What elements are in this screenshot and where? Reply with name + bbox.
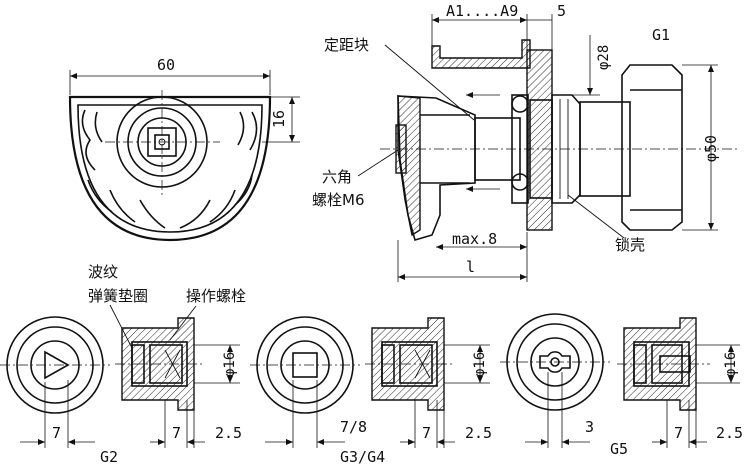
leader-spacer bbox=[384, 44, 475, 121]
g3-dim-25: 2.5 bbox=[465, 424, 492, 442]
g5-group: 3 G5 φ16 7 2.5 bbox=[500, 313, 743, 458]
g3g4-group: 7/8 G3/G4 φ16 7 2.5 bbox=[250, 316, 492, 466]
g3g4-label: G3/G4 bbox=[340, 448, 385, 466]
slot-socket bbox=[539, 351, 571, 373]
rib bbox=[249, 111, 258, 151]
hex-label-1: 六角 bbox=[322, 168, 352, 186]
leader-hex bbox=[357, 149, 399, 177]
g3-dia16: φ16 bbox=[472, 352, 488, 377]
nut bbox=[511, 94, 529, 204]
dim-5-label: 5 bbox=[557, 2, 566, 20]
rib bbox=[109, 189, 136, 223]
rib bbox=[94, 111, 103, 143]
operating-bolt-label: 操作螺栓 bbox=[186, 287, 246, 305]
lock-body-outline bbox=[68, 95, 272, 242]
rib bbox=[139, 199, 166, 229]
dim-60-label: 60 bbox=[157, 56, 175, 74]
g2-label: G2 bbox=[100, 448, 118, 466]
g5-bolt bbox=[651, 344, 683, 384]
g5-dim-25: 2.5 bbox=[716, 424, 743, 442]
g2-group: 7 G2 φ16 7 2.5 bbox=[0, 316, 242, 466]
g2-dim-7: 7 bbox=[52, 424, 61, 442]
leader-shell bbox=[567, 194, 625, 239]
dim-16-label: 16 bbox=[270, 110, 288, 128]
rib bbox=[209, 189, 236, 223]
rib bbox=[81, 109, 96, 171]
spacer-block bbox=[431, 39, 531, 69]
max8-label: max.8 bbox=[452, 230, 497, 248]
washer-top bbox=[511, 95, 529, 113]
panel-plate bbox=[526, 49, 553, 231]
g5-dia16: φ16 bbox=[723, 352, 739, 377]
g5-washer bbox=[633, 344, 647, 384]
g3-dim-78: 7/8 bbox=[340, 418, 367, 436]
section-view: A1....A9 5 G1 bbox=[312, 2, 740, 282]
g2-dim-7b: 7 bbox=[172, 424, 181, 442]
g3-dim-7: 7 bbox=[422, 424, 431, 442]
lock-shell-label: 锁壳 bbox=[615, 236, 645, 254]
g5-dim-3: 3 bbox=[585, 418, 594, 436]
g2-washer bbox=[131, 344, 145, 384]
g1-label: G1 bbox=[652, 26, 670, 44]
g5-dim-7: 7 bbox=[674, 424, 683, 442]
g5-label: G5 bbox=[610, 440, 628, 458]
lock-body-inner bbox=[77, 104, 263, 233]
g2-dim-25: 2.5 bbox=[215, 424, 242, 442]
wave-label-2: 弹簧垫圈 bbox=[88, 287, 148, 305]
rib bbox=[87, 179, 113, 213]
spacer-label: 定距块 bbox=[324, 36, 369, 54]
dim-a-label: A1....A9 bbox=[446, 2, 518, 20]
rib bbox=[179, 199, 211, 229]
knob-g1 bbox=[621, 64, 683, 231]
rib bbox=[234, 174, 253, 206]
washer-bottom bbox=[511, 173, 529, 191]
rib bbox=[237, 111, 245, 146]
dim-50-label: φ50 bbox=[702, 135, 720, 162]
dim-28-label: φ28 bbox=[596, 45, 612, 70]
front-view-lock: 60 16 bbox=[68, 56, 300, 242]
cylinder bbox=[579, 101, 631, 197]
g2-dia16: φ16 bbox=[222, 352, 238, 377]
wave-label-1: 波纹 bbox=[88, 263, 118, 281]
hex-label-2: 螺栓M6 bbox=[312, 191, 365, 209]
g3-washer bbox=[381, 344, 395, 384]
l-label: l bbox=[466, 258, 475, 276]
